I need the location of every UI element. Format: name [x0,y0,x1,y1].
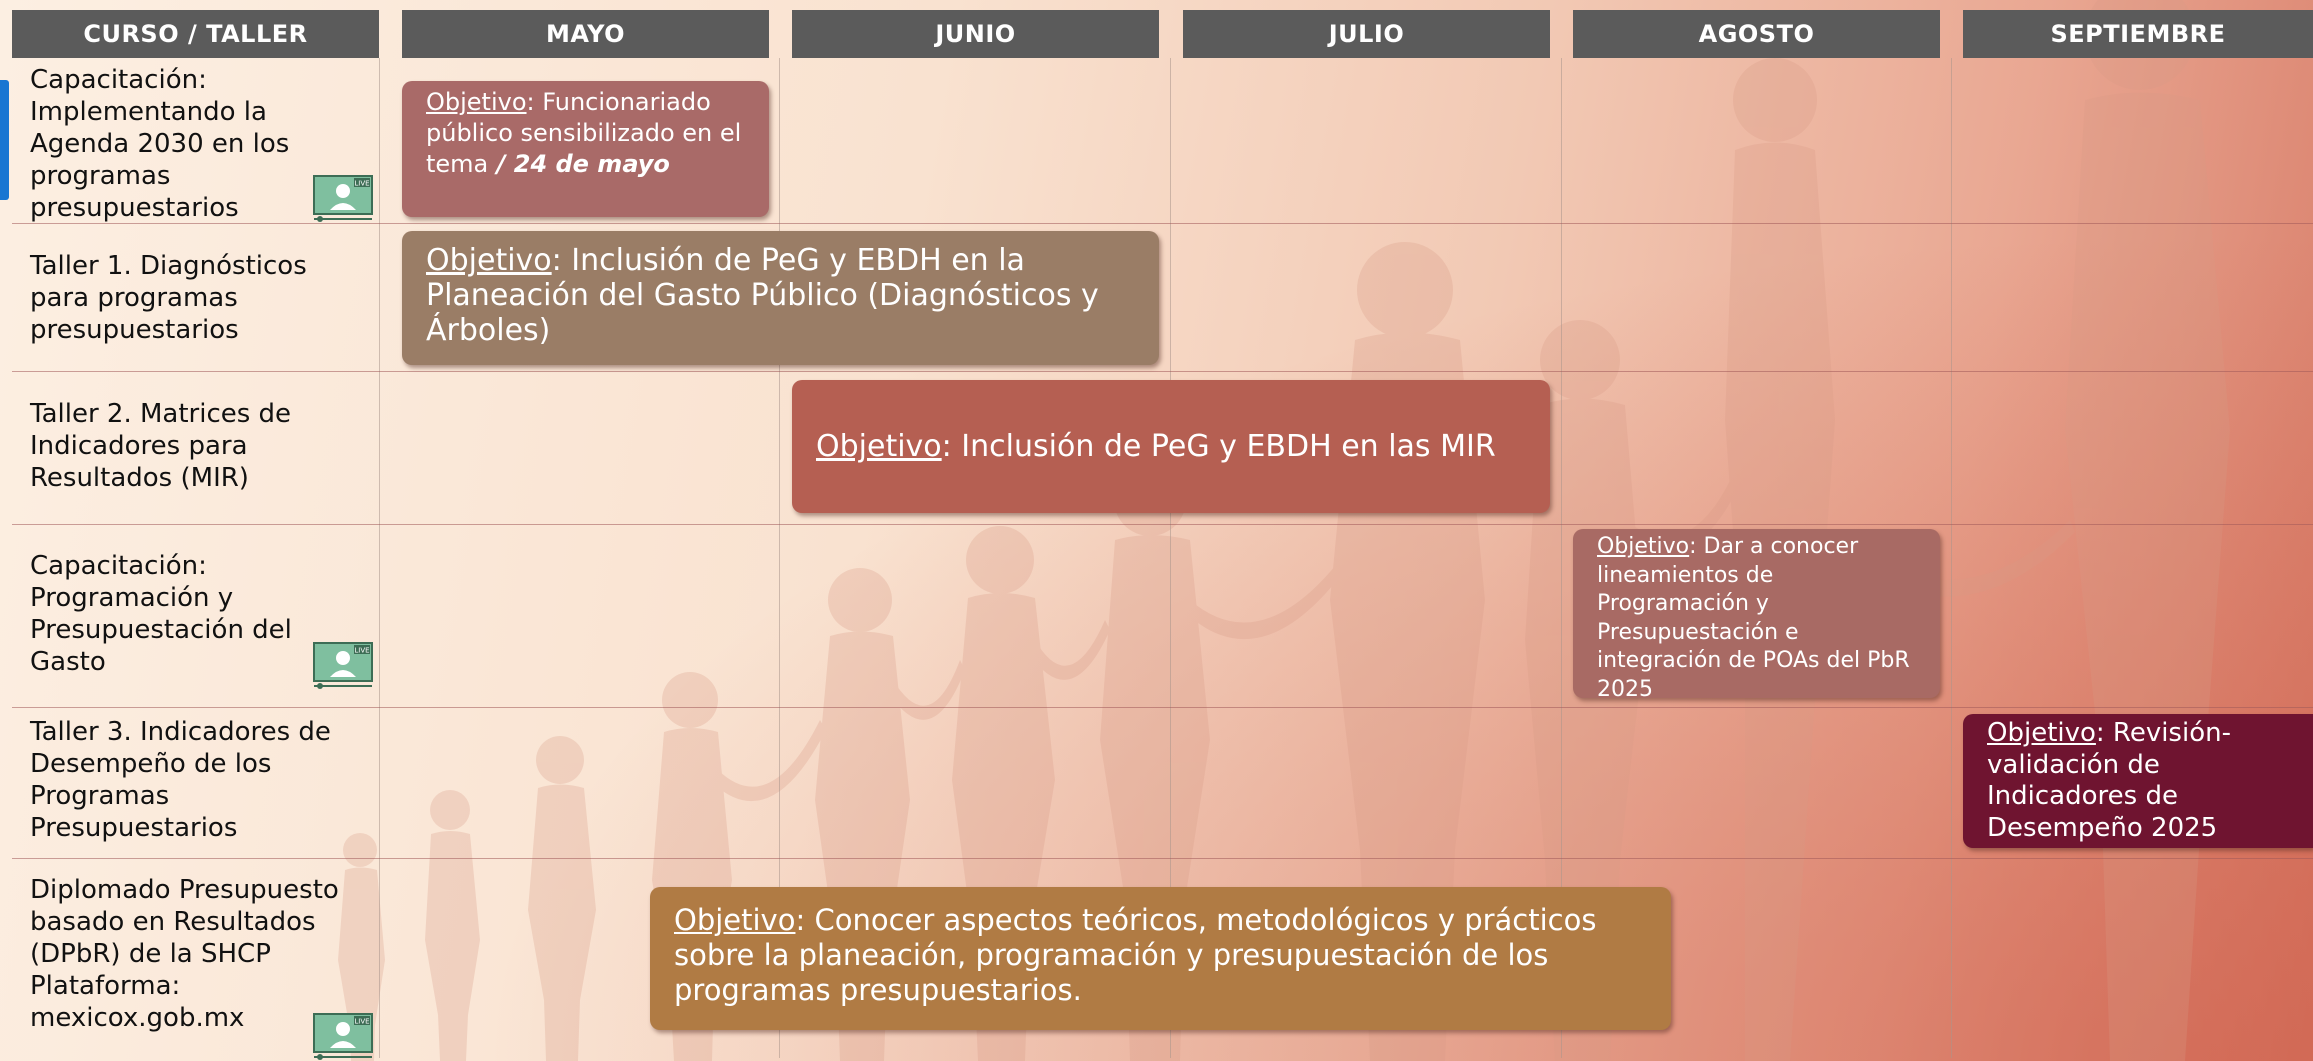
objective-diplomado: Objetivo: Conocer aspectos teóricos, met… [650,887,1671,1030]
objective-taller-2: Objetivo: Inclusión de PeG y EBDH en las… [792,380,1550,513]
header-month-may: MAYO [402,10,769,58]
course-agenda-2030: Capacitación: Implementando la Agenda 20… [30,65,290,223]
objective-keyword: Objetivo [816,429,942,464]
header-course: CURSO / TALLER [12,10,379,58]
objective-text: : Inclusión de PeG y EBDH en la Planeaci… [426,243,1099,348]
objective-text: : Revisión-validación de Indicadores de … [1987,718,2231,843]
header-month-june: JUNIO [792,10,1159,58]
row-divider [12,707,2313,708]
objective-text: : Inclusión de PeG y EBDH en las MIR [941,429,1496,464]
objective-keyword: Objetivo [674,903,796,937]
course-programacion-presupuestacion: Capacitación: Programación y Presupuesta… [30,551,292,677]
column-divider [379,58,380,1058]
header-month-september: SEPTIEMBRE [1963,10,2313,58]
column-divider [1951,58,1952,1058]
objective-date: / 24 de mayo [488,150,670,178]
objective-taller-1: Objetivo: Inclusión de PeG y EBDH en la … [402,231,1159,365]
objective-text: : Funcionariado público sensibilizado en… [426,88,742,178]
course-taller-2-mir: Taller 2. Matrices de Indicadores para R… [30,399,292,493]
live-video-icon: LIVE [313,175,373,222]
objective-keyword: Objetivo [426,88,527,116]
course-diplomado-pbr: Diplomado Presupuesto basado en Resultad… [30,875,339,1033]
header-month-july: JULIO [1183,10,1550,58]
objective-text: : Conocer aspectos teóricos, metodológic… [674,903,1597,1007]
row-divider [12,524,2313,525]
course-taller-3-indicadores: Taller 3. Indicadores de Desempeño de lo… [30,717,331,843]
svg-text:LIVE: LIVE [354,180,369,188]
column-divider [1561,58,1562,1058]
objective-text: : Dar a conocer lineamientos de Programa… [1597,534,1910,702]
live-video-icon: LIVE [313,642,373,689]
objective-keyword: Objetivo [1987,718,2096,748]
left-accent-strip [0,80,9,200]
objective-taller-3: Objetivo: Revisión-validación de Indicad… [1963,714,2313,848]
objective-keyword: Objetivo [1597,534,1690,559]
objective-agenda-2030: Objetivo: Funcionariado público sensibil… [402,81,769,217]
objective-keyword: Objetivo [426,243,552,278]
column-divider [779,58,780,1058]
svg-text:LIVE: LIVE [354,1018,369,1026]
column-divider [1170,58,1171,1058]
row-divider [12,371,2313,372]
objective-programacion: Objetivo: Dar a conocer lineamientos de … [1573,529,1940,702]
live-video-icon: LIVE [313,1013,373,1060]
svg-text:LIVE: LIVE [354,647,369,655]
course-taller-1-diagnosticos: Taller 1. Diagnósticos para programas pr… [30,251,307,345]
row-divider [12,858,2313,859]
row-divider [12,223,2313,224]
header-month-august: AGOSTO [1573,10,1940,58]
